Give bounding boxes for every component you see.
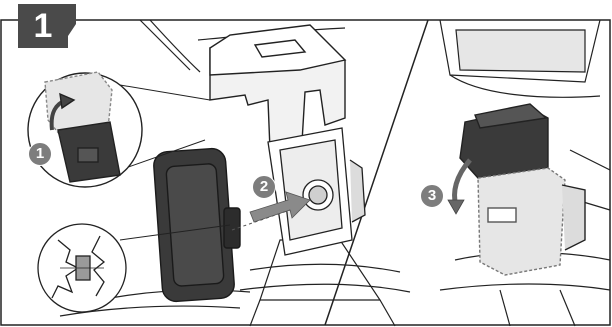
close-arrow [448,160,470,214]
callout-1: 1 [28,142,52,166]
callout-2: 2 [252,175,276,199]
step-number: 1 [18,5,68,47]
battery-cover-closing [460,104,585,275]
callout-3: 3 [420,184,444,208]
battery-compartment [268,128,365,255]
